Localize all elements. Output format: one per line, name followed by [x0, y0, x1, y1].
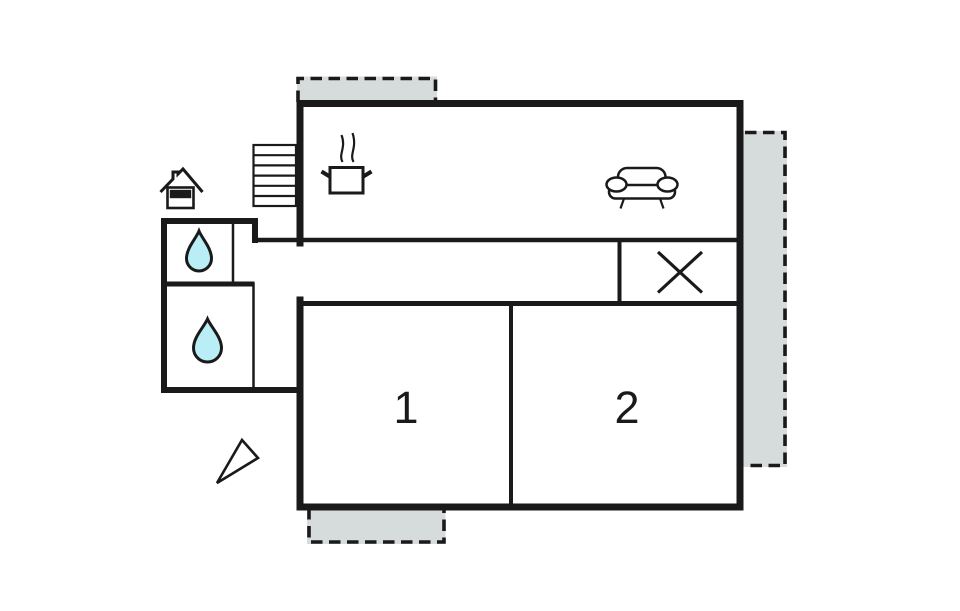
house-icon [159, 166, 204, 210]
pot-body [328, 166, 365, 195]
sofa-icon [605, 166, 679, 209]
room-2-label: 2 [614, 382, 639, 433]
sofa-arm-left [605, 176, 628, 193]
plan: 1 2 [159, 100, 744, 511]
terrace-bottom-border [307, 508, 446, 544]
terraces [297, 76, 787, 544]
terrace-top [297, 76, 437, 104]
terrace-bottom [307, 507, 446, 544]
north-arrow-icon [215, 437, 261, 485]
outer-walls [296, 100, 744, 511]
terrace-right [743, 131, 787, 467]
pot-handle-left [320, 169, 332, 179]
house-window-band [169, 189, 192, 199]
sofa-leg-right [658, 198, 665, 209]
pot-handle-right [361, 169, 373, 179]
sofa-arm-right [656, 176, 679, 193]
room-1-label: 1 [393, 382, 418, 433]
water-drop-icon [184, 226, 214, 273]
sofa-leg-left [619, 198, 626, 209]
cross-marker-icon [656, 250, 704, 294]
terrace-top-border [296, 76, 438, 102]
terrace-borders [296, 76, 787, 544]
interior-walls [161, 219, 743, 509]
cooking-pot-icon [320, 132, 373, 195]
house-roof [159, 166, 204, 194]
stairs-icon [252, 143, 298, 208]
annex-walls [161, 218, 303, 393]
terrace-right-border [745, 130, 787, 468]
water-drop-icon [191, 315, 224, 364]
steam-line [340, 134, 345, 163]
steam-line [351, 132, 356, 163]
